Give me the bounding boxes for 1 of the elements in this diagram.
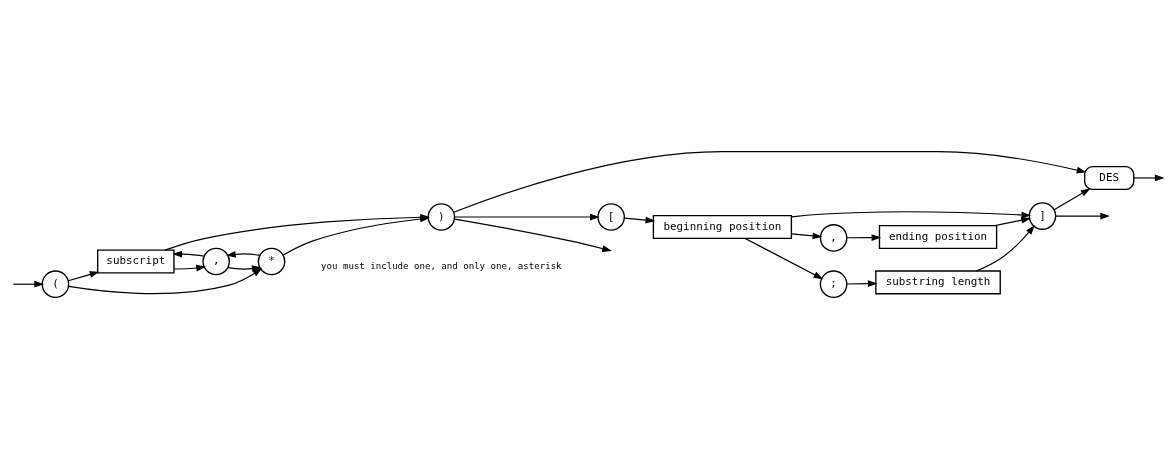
label: you must include one, and only one, asterisk bbox=[321, 261, 562, 272]
